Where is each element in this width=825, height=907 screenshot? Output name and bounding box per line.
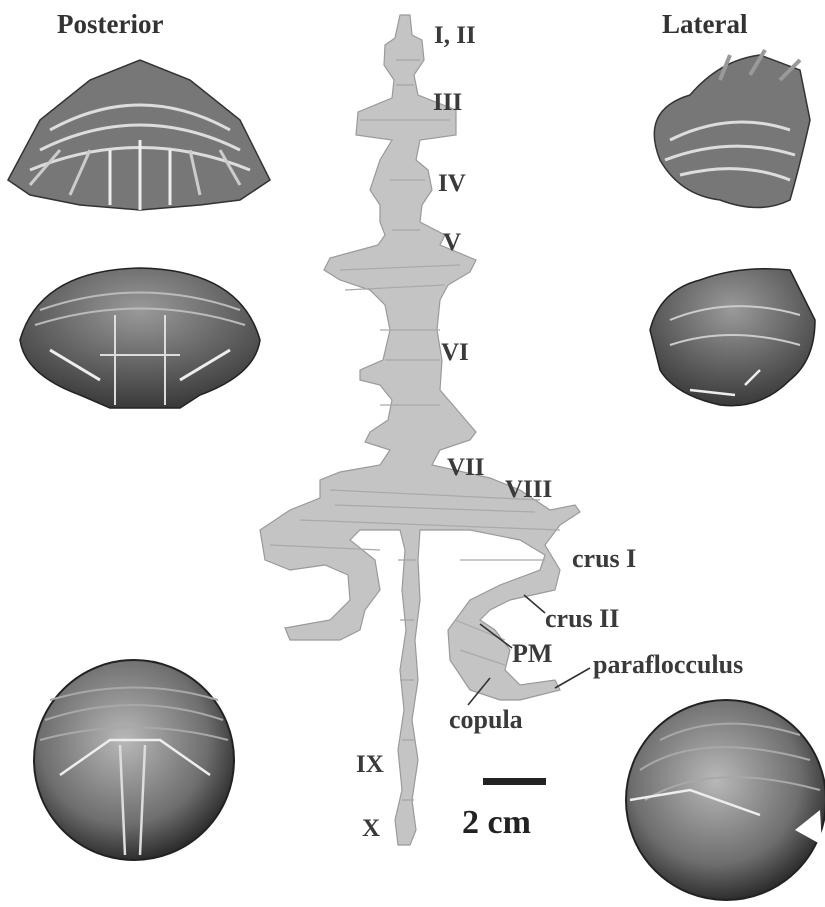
posterior-view-smoothed (20, 268, 260, 408)
copula-label: copula (449, 705, 523, 734)
paraflocculus-leader (555, 668, 590, 688)
lateral-header: Lateral (662, 9, 748, 39)
lobule-label-4: IV (438, 170, 466, 197)
crus2-label: crus II (545, 604, 619, 633)
posterior-header: Posterior (57, 9, 163, 39)
crus2-leader (524, 595, 545, 613)
posterior-view-inflated (8, 60, 270, 210)
lobule-label-6: VI (441, 339, 469, 366)
lobule-label-7: VII (447, 454, 485, 481)
crus1-label: crus I (572, 544, 636, 573)
lobule-label-3: III (433, 89, 462, 116)
lateral-view-smoothed (650, 269, 815, 406)
scale-bar-label: 2 cm (462, 804, 531, 841)
scale-bar (483, 778, 546, 785)
lobule-label-9: IX (356, 751, 384, 778)
lobule-label-1-2: I, II (434, 22, 476, 49)
posterior-view-sphere (34, 660, 234, 860)
lobule-label-10: X (362, 815, 380, 842)
lobule-label-5: V (443, 229, 461, 256)
lateral-view-inflated (654, 50, 810, 208)
pm-label: PM (512, 639, 552, 668)
lateral-view-sphere (626, 700, 825, 900)
lobule-label-8: VIII (505, 476, 552, 503)
paraflocculus-label: paraflocculus (593, 650, 743, 679)
cerebellum-flatmap (260, 15, 580, 845)
